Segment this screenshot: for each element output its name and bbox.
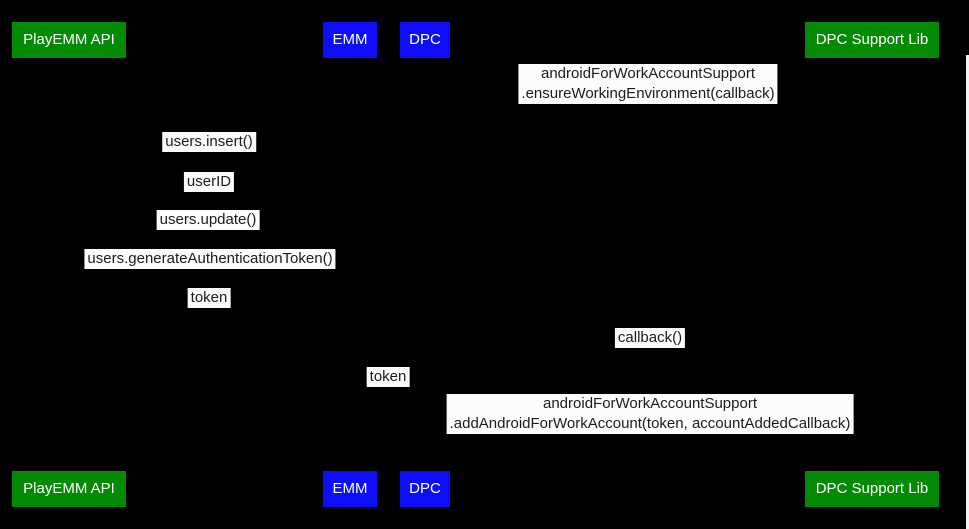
actor-dpc-support-lib-top: DPC Support Lib xyxy=(805,22,939,58)
actor-emm-top: EMM xyxy=(323,22,377,58)
message-line: .ensureWorkingEnvironment(callback) xyxy=(521,85,775,102)
message-line: androidForWorkAccountSupport xyxy=(540,65,755,82)
message-add-android-for-work-account: androidForWorkAccountSupport .addAndroid… xyxy=(446,394,854,434)
message-token-forward: token xyxy=(366,367,410,387)
message-users-update: users.update() xyxy=(156,210,260,230)
actor-dpc-support-lib-bottom: DPC Support Lib xyxy=(805,471,939,507)
actor-emm-bottom: EMM xyxy=(323,471,377,507)
message-ensure-working-environment: androidForWorkAccountSupport .ensureWork… xyxy=(518,64,778,104)
actor-playemm-api-bottom: PlayEMM API xyxy=(12,471,126,507)
message-users-generate-authentication-token: users.generateAuthenticationToken() xyxy=(84,249,336,269)
message-token-response: token xyxy=(187,288,231,308)
actor-dpc-top: DPC xyxy=(400,22,450,58)
message-line: .addAndroidForWorkAccount(token, account… xyxy=(449,415,851,432)
message-users-insert: users.insert() xyxy=(162,132,256,152)
scrollbar-thumb[interactable] xyxy=(966,55,969,529)
message-callback: callback() xyxy=(614,328,686,348)
actor-playemm-api-top: PlayEMM API xyxy=(12,22,126,58)
message-line: androidForWorkAccountSupport xyxy=(543,395,757,412)
message-userid: userID xyxy=(183,172,235,192)
actor-dpc-bottom: DPC xyxy=(400,471,450,507)
